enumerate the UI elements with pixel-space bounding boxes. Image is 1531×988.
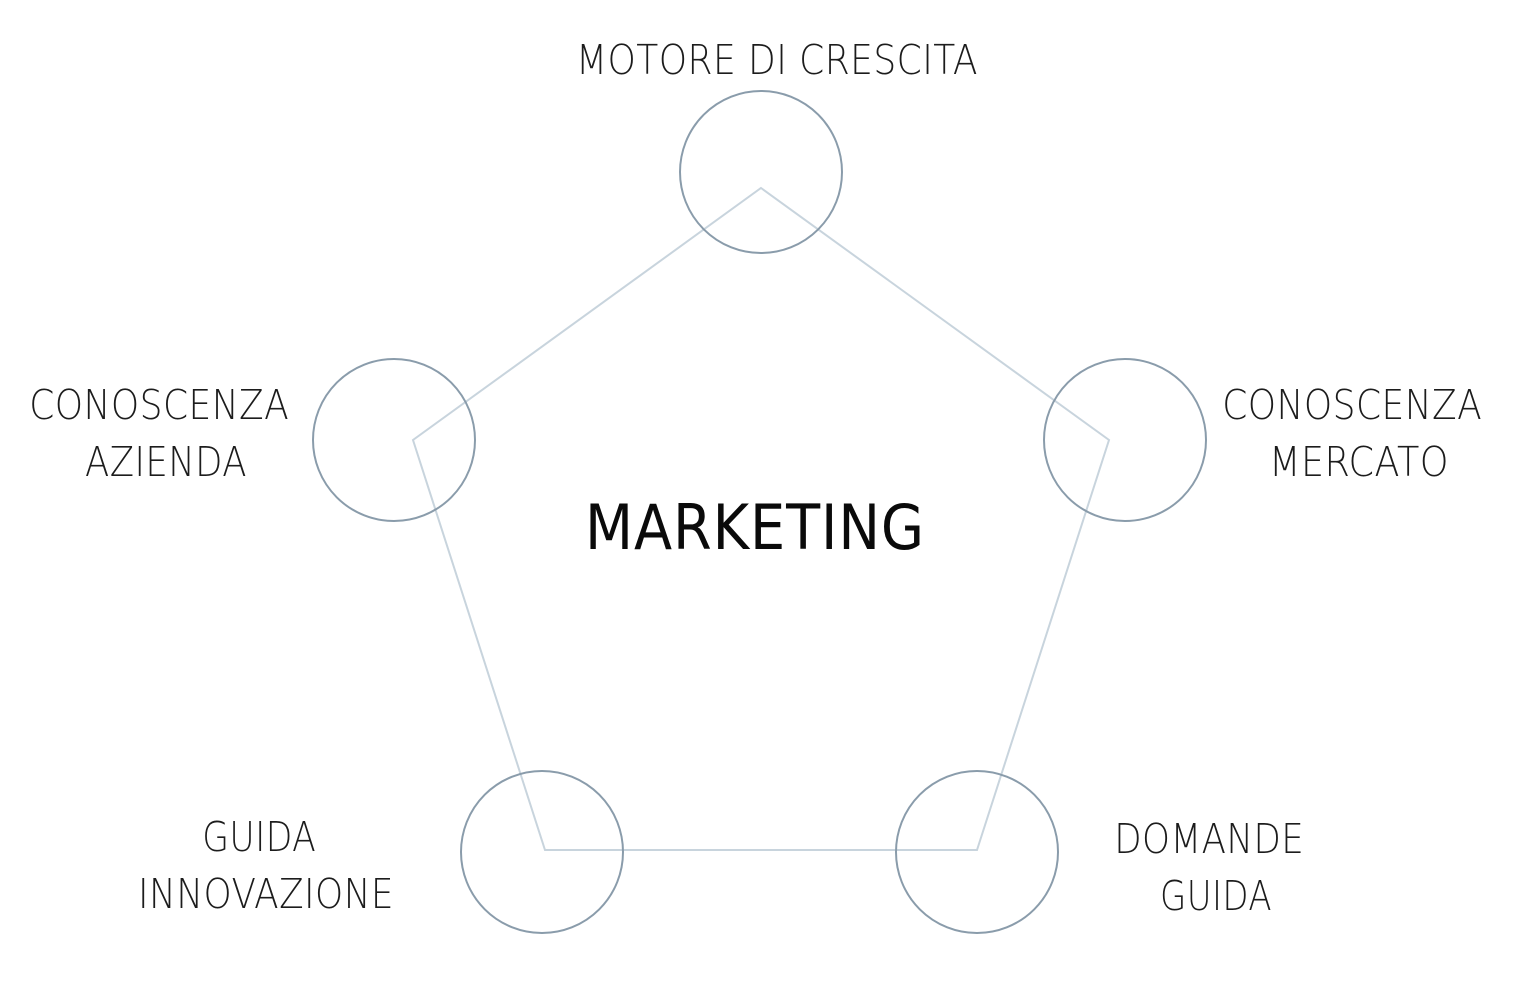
node-circle-innovazione <box>460 770 624 934</box>
node-circle-azienda <box>312 358 476 522</box>
node-label-domande: DOMANDE GUIDA <box>1114 815 1318 920</box>
node-label-innovazione: GUIDA INNOVAZIONE <box>138 813 394 918</box>
node-label-mercato: CONOSCENZA MERCATO <box>1222 381 1496 486</box>
node-circle-domande <box>895 770 1059 934</box>
center-label: MARKETING <box>585 491 925 564</box>
node-label-motore: MOTORE DI CRESCITA <box>576 36 978 84</box>
node-circle-mercato <box>1043 358 1207 522</box>
node-label-azienda: CONOSCENZA AZIENDA <box>29 381 303 486</box>
node-circle-motore <box>679 90 843 254</box>
pentagon-outline <box>411 186 1111 851</box>
